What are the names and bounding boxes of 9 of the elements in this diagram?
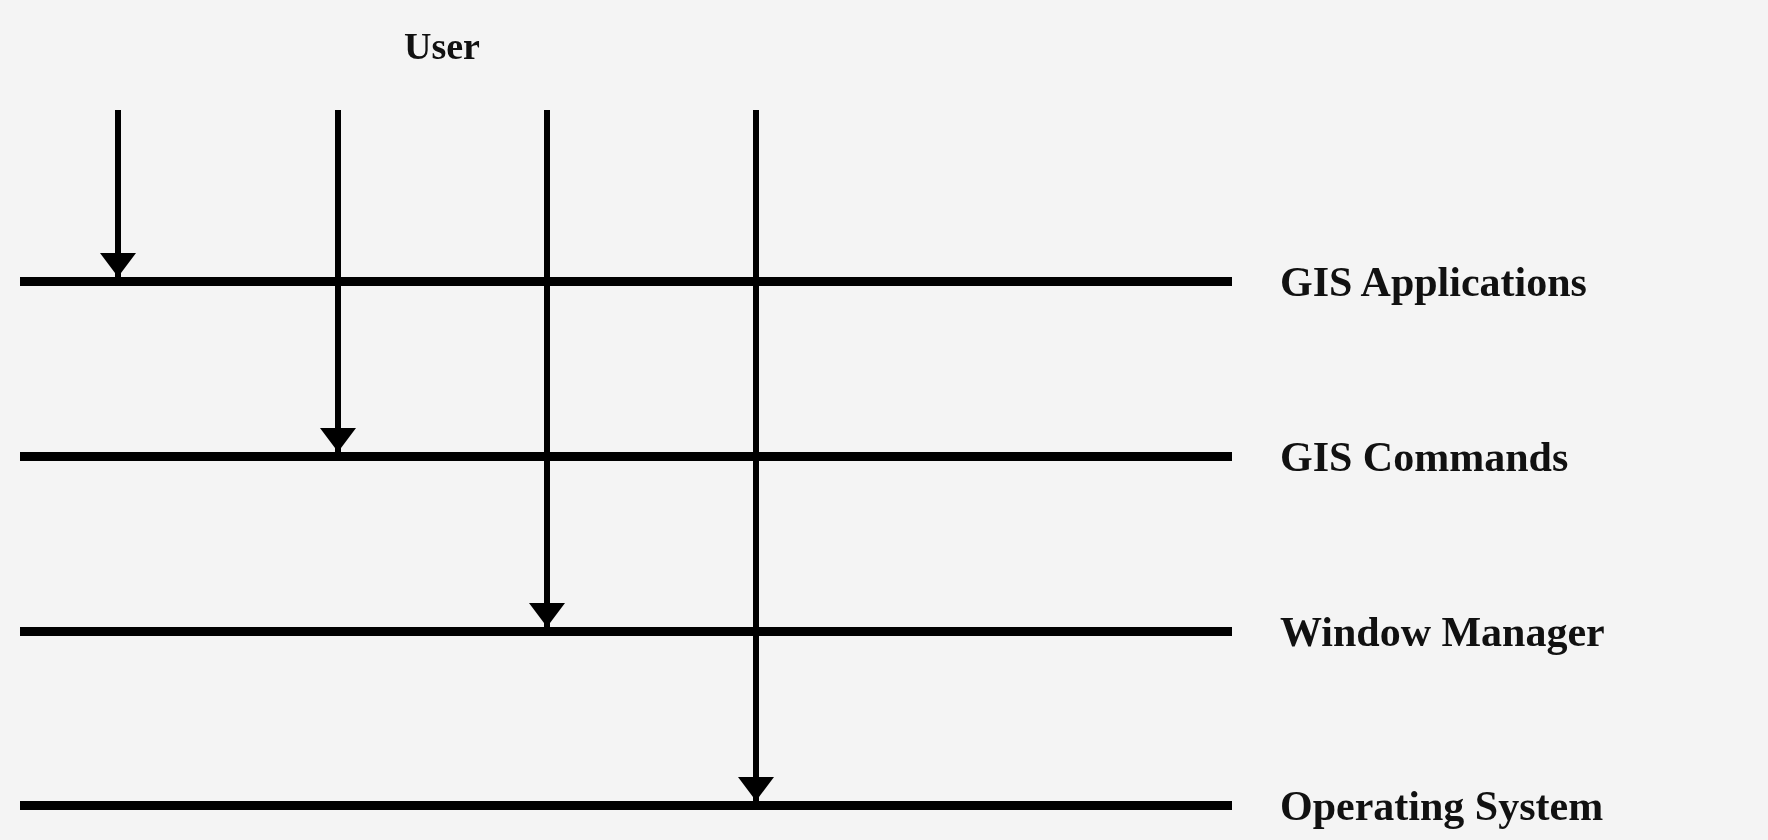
layer-label: Window Manager	[1280, 608, 1605, 656]
arrow	[738, 110, 774, 801]
layer-label: Operating System	[1280, 782, 1604, 830]
layer-label: GIS Commands	[1280, 433, 1569, 481]
layer-label: GIS Applications	[1280, 258, 1587, 306]
user-label: User	[404, 24, 480, 68]
arrow	[100, 110, 136, 277]
arrow	[529, 110, 565, 627]
arrow	[320, 110, 356, 452]
